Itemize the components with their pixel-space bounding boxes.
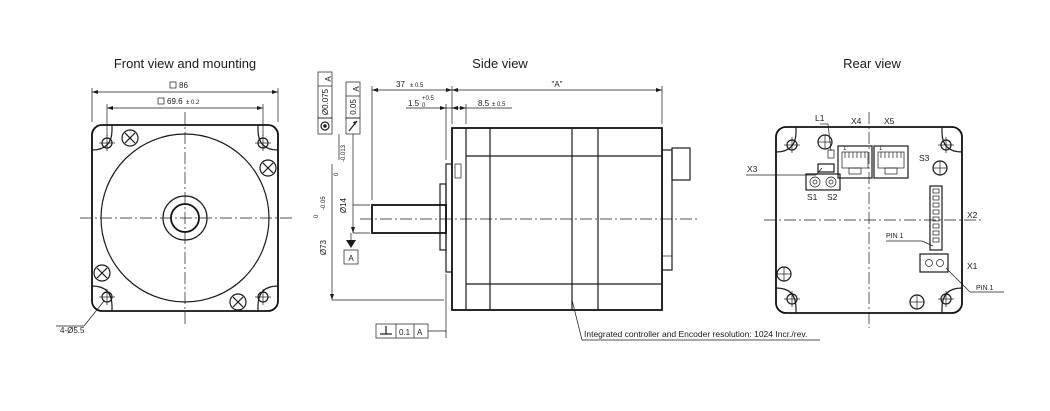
dim-pilot-dia-upper: 0 <box>314 214 320 218</box>
screw-head <box>259 159 277 177</box>
screw-head <box>229 293 247 311</box>
flatness-datum: A <box>417 328 423 337</box>
label-s1: S1 <box>807 192 818 202</box>
datum-label: A <box>348 254 354 263</box>
mounting-hole <box>99 289 115 305</box>
dim-body-length: "A" <box>551 80 562 89</box>
label-s2: S2 <box>827 192 838 202</box>
dim-flange-thickness: 8.5 <box>478 99 490 108</box>
rear-view-title: Rear view <box>843 56 901 71</box>
label-l1: L1 <box>815 113 825 123</box>
rear-view: 1 1 L1 X4 X5 <box>746 112 1004 328</box>
label-x5: X5 <box>884 116 895 126</box>
dim-hole-spacing-tol: ± 0.2 <box>186 100 200 106</box>
mounting-hole <box>255 289 271 305</box>
gdt-perp-value: 0.05 <box>349 99 358 115</box>
label-x1: X1 <box>967 261 978 271</box>
mounting-hole <box>99 135 115 151</box>
dim-flange-thickness-tol: ± 0.5 <box>492 102 506 108</box>
front-view: 86 69.6 ± 0.2 4-Ø5.5 <box>56 81 292 335</box>
label-x3: X3 <box>747 164 758 174</box>
port-x5-pin: 1 <box>879 146 883 152</box>
screw-boss <box>932 160 948 176</box>
port-x5: 1 <box>873 145 909 179</box>
label-x2: X2 <box>967 210 978 220</box>
screw-boss <box>776 266 792 282</box>
mounting-hole <box>784 137 800 153</box>
dim-outer-size: 86 <box>179 81 188 90</box>
port-x4: 1 <box>837 145 873 179</box>
mounting-hole <box>938 291 954 307</box>
screw-head <box>121 129 139 147</box>
dim-hole-spacing: 69.6 <box>167 97 183 106</box>
dim-shaft-dia: Ø14 <box>339 197 348 213</box>
dim-shaft-length: 37 <box>396 80 405 89</box>
dim-holes: 4-Ø5.5 <box>60 326 85 335</box>
dim-flange-step-lower: 0 <box>422 103 426 109</box>
port-x4-pin: 1 <box>843 146 847 152</box>
screw-head <box>93 264 111 282</box>
dim-pilot-dia: Ø73 <box>319 239 328 255</box>
dim-flange-step-upper: +0.5 <box>422 96 435 102</box>
mounting-hole <box>255 135 271 151</box>
mounting-hole <box>784 291 800 307</box>
label-s3: S3 <box>919 153 930 163</box>
label-x4: X4 <box>851 116 862 126</box>
dim-shaft-dia-upper: 0 <box>334 172 340 176</box>
gdt-perp-datum: A <box>352 86 361 92</box>
side-view-title: Side view <box>472 56 528 71</box>
side-view: A Ø0.075 A 0.05 Ø <box>314 71 820 341</box>
label-pin1-x2: PIN 1 <box>886 233 904 240</box>
gdt-runout-datum: A <box>324 76 333 82</box>
gdt-runout-value: Ø0.075 <box>321 88 330 115</box>
flatness-value: 0.1 <box>399 328 411 337</box>
side-note: Integrated controller and Encoder resolu… <box>584 329 807 339</box>
dim-shaft-dia-lower: -0.013 <box>341 144 347 162</box>
front-view-title: Front view and mounting <box>114 56 256 71</box>
label-pin1-x1: PIN 1 <box>976 285 994 292</box>
screw-boss <box>909 294 925 310</box>
dim-shaft-length-tol: ± 0.5 <box>410 83 424 89</box>
dim-pilot-dia-lower: -0.05 <box>321 196 327 210</box>
mounting-hole <box>938 137 954 153</box>
dim-flange-step: 1.5 <box>408 99 420 108</box>
